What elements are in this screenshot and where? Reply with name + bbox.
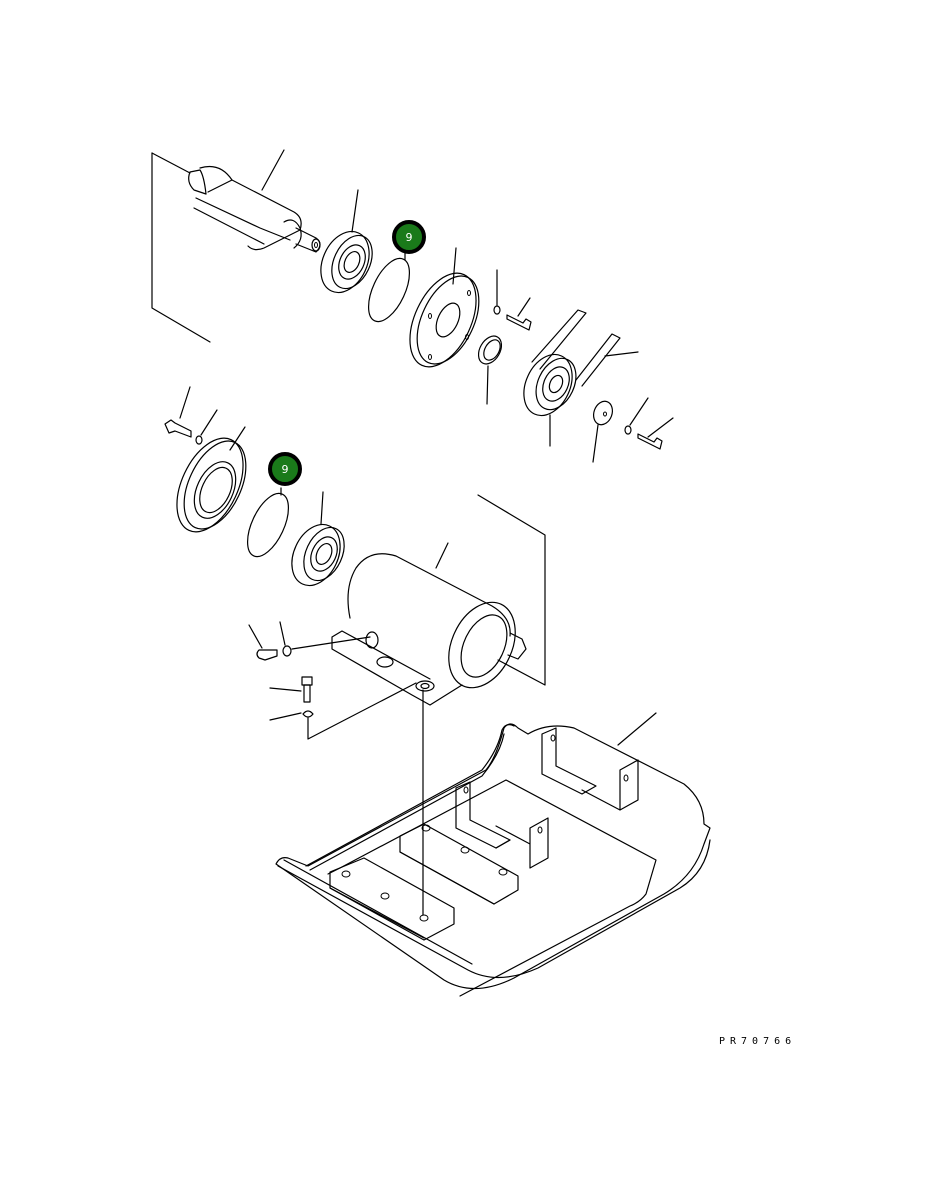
upper-ball-bearing [320, 189, 373, 294]
lower-ball-bearing [291, 491, 345, 587]
clutch-pulley [523, 353, 577, 447]
case-mount-bolt [248, 624, 278, 661]
oil-seal [477, 335, 503, 405]
drawing-number: PR70766 [719, 1036, 797, 1047]
callout-badge-top[interactable]: 9 [392, 220, 426, 254]
pulley-lock-washer [624, 397, 649, 435]
callout-badge-lower[interactable]: 9 [268, 452, 302, 486]
lower-washer [195, 409, 218, 445]
upper-group-bracket [151, 152, 211, 343]
base-washer [269, 682, 424, 916]
lower-bearing-cover [176, 426, 247, 533]
lower-bolt [164, 386, 192, 438]
base-plate [275, 712, 711, 997]
upper-washer [493, 269, 501, 315]
case-mount-washer [279, 621, 371, 657]
callout-label: 9 [405, 230, 413, 244]
pulley-bolt [637, 417, 674, 450]
base-bolt [269, 676, 313, 703]
pulley-washer [592, 400, 614, 463]
upper-bolt [506, 297, 532, 331]
exciter-case [331, 542, 527, 706]
lower-o-ring [246, 487, 290, 558]
callout-label: 9 [281, 462, 289, 476]
lower-group-bracket [477, 494, 546, 686]
v-belt [531, 309, 639, 387]
eccentric-shaft [188, 149, 321, 253]
upper-bearing-cover [409, 247, 480, 368]
